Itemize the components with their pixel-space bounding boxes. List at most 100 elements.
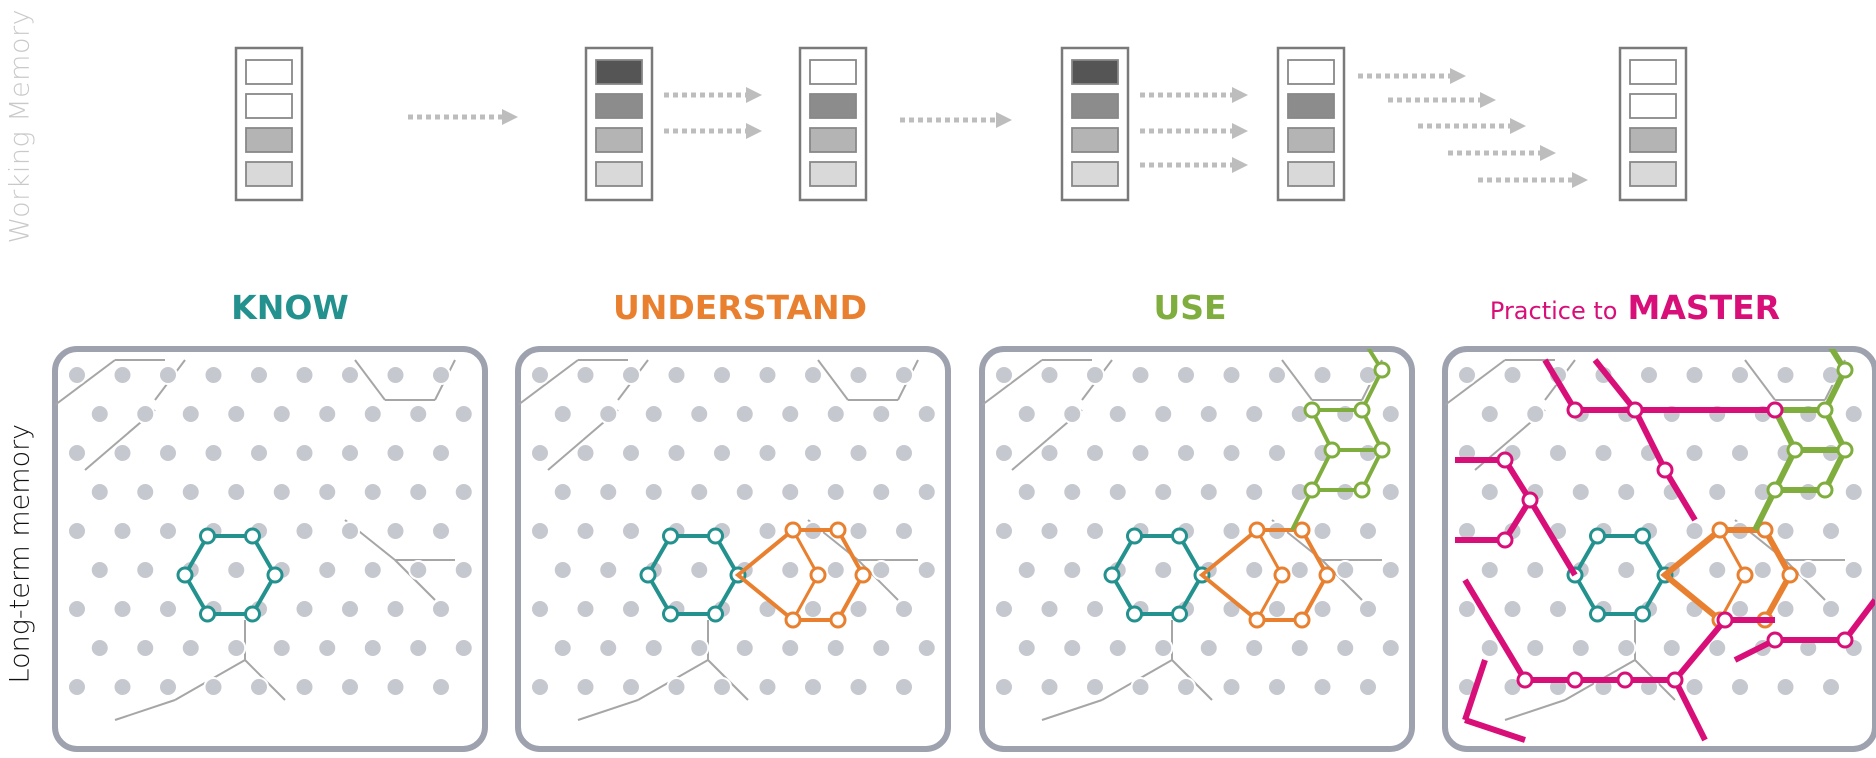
memory-node: [1479, 482, 1500, 502]
memory-node: [598, 404, 619, 424]
memory-node: [894, 521, 914, 541]
memory-node: [1502, 599, 1523, 619]
memory-node: [1479, 404, 1500, 424]
dotted-arrow: [1140, 123, 1248, 139]
memory-node: [1221, 521, 1242, 541]
understand-node: [829, 521, 847, 539]
master-node: [1566, 401, 1584, 419]
use-cluster: [1752, 349, 1854, 532]
memory-node: [575, 677, 596, 697]
memory-node: [431, 599, 451, 619]
memory-node: [226, 404, 247, 424]
memory-slot: [595, 59, 643, 85]
memory-node: [317, 482, 338, 502]
master-node: [1766, 631, 1784, 649]
master-node: [1766, 401, 1784, 419]
memory-node: [757, 365, 778, 385]
memory-node: [1153, 404, 1174, 424]
memory-node: [871, 560, 892, 580]
memory-node: [294, 365, 315, 385]
memory-node: [825, 638, 846, 658]
memory-node: [362, 638, 383, 658]
master-node: [1716, 611, 1734, 629]
memory-node: [757, 443, 778, 463]
memory-panel-content: [55, 359, 474, 721]
memory-node: [67, 599, 87, 619]
understand-node: [1318, 566, 1336, 584]
memory-node: [385, 521, 406, 541]
memory-node: [994, 365, 1014, 385]
memory-panel-content: [518, 359, 937, 721]
use-node: [1836, 361, 1854, 379]
memory-node: [666, 365, 687, 385]
master-node: [1836, 631, 1854, 649]
memory-node: [271, 482, 292, 502]
memory-node: [1107, 482, 1128, 502]
memory-node: [180, 482, 201, 502]
memory-node: [271, 638, 292, 658]
memory-slot: [1629, 93, 1677, 119]
memory-node: [1176, 677, 1196, 697]
understand-node: [1248, 611, 1266, 629]
memory-node: [1479, 560, 1500, 580]
know-cluster-node: [1171, 527, 1188, 545]
memory-slot: [809, 161, 857, 187]
memory-stack: [1276, 46, 1346, 202]
memory-node: [431, 365, 451, 385]
memory-node: [689, 560, 710, 580]
node-grid: [530, 365, 937, 697]
memory-slot: [245, 127, 293, 153]
master-node: [1566, 671, 1584, 689]
node-grid: [67, 365, 474, 697]
memory-node: [621, 521, 641, 541]
memory-node: [408, 560, 429, 580]
memory-node: [158, 677, 178, 697]
dotted-arrow: [1358, 68, 1466, 84]
memory-node: [431, 677, 451, 697]
use-node: [1353, 481, 1371, 499]
master-link: [1662, 468, 1698, 522]
know-cluster-node: [662, 527, 679, 545]
memory-node: [135, 638, 156, 658]
know-cluster-node: [1171, 605, 1188, 623]
dotted-arrow: [408, 109, 518, 125]
master-link: [1672, 618, 1728, 682]
memory-node: [1843, 404, 1864, 424]
memory-node: [598, 560, 619, 580]
memory-node: [1380, 638, 1401, 658]
memory-node: [453, 560, 474, 580]
memory-node: [67, 365, 87, 385]
arrow-head: [1450, 68, 1466, 84]
memory-node: [871, 638, 892, 658]
memory-node: [1221, 443, 1242, 463]
memory-node: [530, 365, 550, 385]
memory-node: [1821, 599, 1841, 619]
memory-node: [1525, 560, 1546, 580]
gray-link: [1281, 359, 1313, 401]
dotted-arrow: [1448, 145, 1556, 161]
memory-node: [1153, 482, 1174, 502]
memory-node: [1267, 677, 1287, 697]
master-node: [1521, 491, 1539, 509]
memory-node: [180, 638, 201, 658]
gray-link: [1041, 699, 1103, 721]
memory-node: [340, 443, 360, 463]
memory-node: [1312, 521, 1333, 541]
memory-stack: [1060, 46, 1130, 202]
memory-node: [894, 677, 914, 697]
use-node: [1373, 361, 1391, 379]
memory-node: [894, 443, 914, 463]
memory-stack: [798, 46, 868, 202]
memory-slot: [809, 59, 857, 85]
master-link: [1672, 678, 1708, 742]
memory-panel: [52, 346, 488, 752]
memory-node: [1775, 521, 1796, 541]
memory-node: [1198, 638, 1219, 658]
memory-node: [689, 404, 710, 424]
memory-stack: [1618, 46, 1688, 202]
memory-node: [871, 404, 892, 424]
memory-node: [362, 404, 383, 424]
master-link: [1592, 358, 1638, 412]
